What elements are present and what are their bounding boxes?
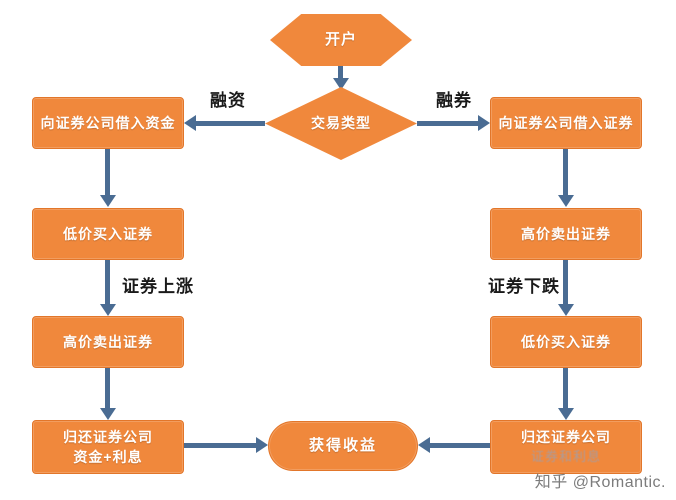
arrow-left-1-line: [105, 149, 110, 196]
branch-label-right: 融券: [436, 91, 472, 110]
node-left-final-line-2: 资金+利息: [73, 449, 143, 465]
node-left-final-line-1: 归还证券公司: [63, 428, 153, 445]
arrowhead-down-icon: [100, 304, 116, 316]
arrow-left-3-line: [105, 368, 110, 409]
node-end-label: 获得收益: [308, 437, 377, 455]
arrow-start-decision-line: [338, 66, 343, 80]
node-right-step-2: 高价卖出证券: [490, 208, 642, 260]
branch-label-left: 融资: [210, 91, 246, 110]
arrow-right-3-line: [563, 368, 568, 409]
arrowhead-down-icon: [100, 408, 116, 420]
node-decision: 交易类型: [265, 87, 417, 160]
arrowhead-down-icon: [558, 304, 574, 316]
node-left-step-2: 低价买入证券: [32, 208, 184, 260]
left-mid-label: 证券上涨: [122, 277, 194, 296]
arrow-right-final-end-line: [430, 443, 490, 448]
node-right-step-2-label: 高价卖出证券: [521, 225, 611, 242]
arrowhead-left-icon: [418, 437, 430, 453]
right-mid-label: 证券下跌: [488, 277, 560, 296]
node-left-step-3: 高价卖出证券: [32, 316, 184, 368]
arrowhead-down-icon: [333, 78, 349, 90]
node-left-step-3-label: 高价卖出证券: [63, 333, 153, 350]
node-left-step-1-label: 向证券公司借入资金: [40, 114, 176, 131]
node-right-final-line-2: 证券和利息: [530, 448, 601, 464]
node-start-label: 开户: [324, 31, 357, 49]
arrowhead-down-icon: [558, 195, 574, 207]
node-right-step-3: 低价买入证券: [490, 316, 642, 368]
node-right-final: 归还证券公司 证券和利息: [490, 420, 642, 474]
watermark: 知乎 @Romantic.: [534, 474, 666, 491]
arrowhead-left-icon: [184, 115, 196, 131]
node-end: 获得收益: [268, 421, 418, 471]
arrow-decision-right-line: [417, 121, 478, 126]
node-decision-label: 交易类型: [311, 115, 371, 132]
arrowhead-down-icon: [100, 195, 116, 207]
node-left-step-1: 向证券公司借入资金: [32, 97, 184, 149]
arrowhead-down-icon: [558, 408, 574, 420]
arrow-left-2-line: [105, 260, 110, 305]
node-right-step-1: 向证券公司借入证券: [490, 97, 642, 149]
node-right-step-1-label: 向证券公司借入证券: [498, 114, 634, 131]
node-right-step-3-label: 低价买入证券: [521, 333, 611, 350]
arrow-left-final-end-line: [184, 443, 256, 448]
node-left-step-2-label: 低价买入证券: [63, 225, 153, 242]
arrow-decision-left-line: [196, 121, 265, 126]
arrow-right-2-line: [563, 260, 568, 305]
arrow-right-1-line: [563, 149, 568, 196]
node-start: 开户: [270, 14, 412, 66]
node-left-final: 归还证券公司 资金+利息: [32, 420, 184, 474]
node-right-final-line-1: 归还证券公司: [521, 429, 611, 446]
arrowhead-right-icon: [256, 437, 268, 453]
arrowhead-right-icon: [478, 115, 490, 131]
